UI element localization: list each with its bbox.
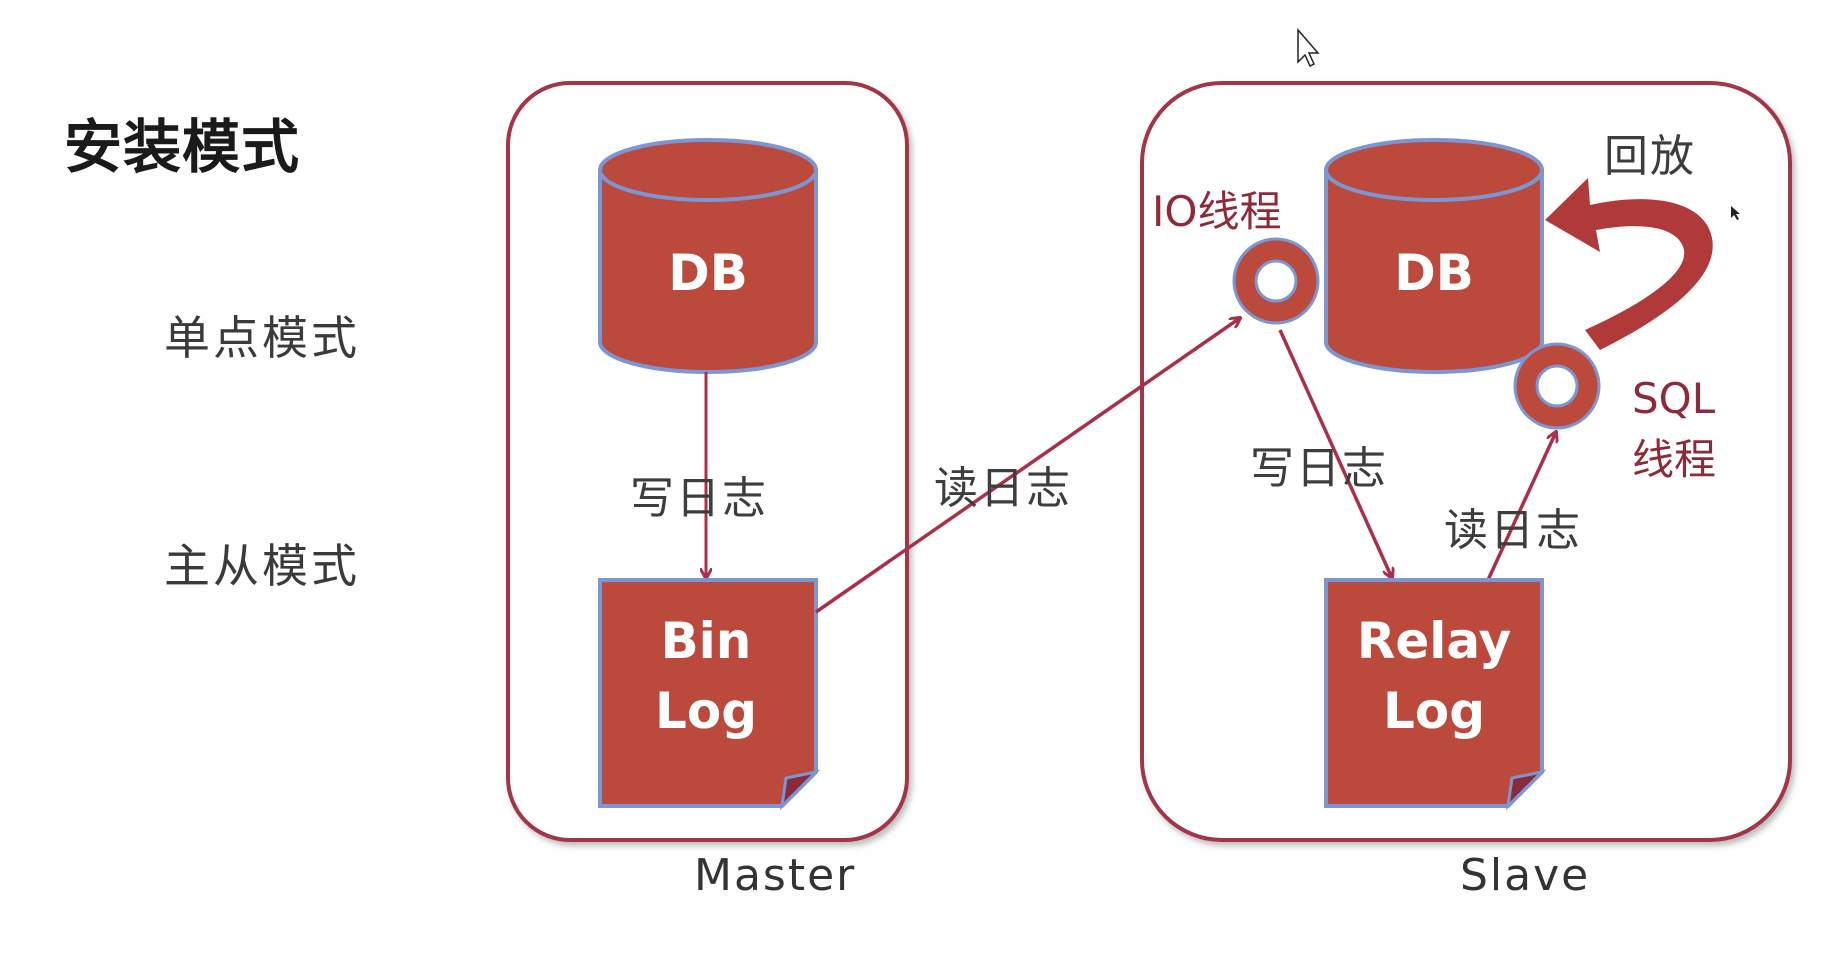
io-thread-ring-icon (1232, 237, 1320, 325)
master-db-cylinder-icon (598, 138, 818, 374)
master-db-label: DB (668, 244, 748, 302)
slave-read-log-label: 读日志 (1444, 505, 1582, 556)
slave-write-log-label: 写日志 (1250, 443, 1388, 494)
io-thread-label: IO线程 (1152, 187, 1282, 236)
slide-title: 安装模式 (64, 113, 301, 181)
replay-curved-arrow-icon (1545, 178, 1713, 350)
sql-thread-ring-icon (1513, 342, 1601, 430)
slave-write-arrow (1278, 329, 1392, 578)
mode-master-slave: 主从模式 (164, 539, 360, 593)
mode-single-node: 单点模式 (164, 311, 360, 365)
master-caption: Master (694, 850, 857, 901)
master-write-log-label: 写日志 (630, 473, 768, 524)
relaylog-label-line2: Log (1383, 682, 1485, 740)
sql-thread-label-line1: SQL (1632, 374, 1716, 423)
small-cursor-icon (1731, 206, 1740, 220)
slave-caption: Slave (1460, 850, 1591, 901)
binlog-label-line2: Log (655, 682, 757, 740)
relaylog-label-line1: Relay (1357, 612, 1511, 670)
binlog-document-icon (598, 578, 821, 811)
slave-read-arrow (1486, 432, 1556, 581)
mouse-cursor-icon (1297, 27, 1320, 68)
binlog-label-line1: Bin (661, 612, 752, 670)
relaylog-document-icon (1324, 578, 1547, 811)
replication-read-log-label: 读日志 (934, 463, 1072, 514)
slave-db-label: DB (1394, 244, 1474, 302)
sql-thread-label-line2: 线程 (1632, 435, 1717, 484)
replication-read-arrow (815, 318, 1240, 614)
replay-label: 回放 (1604, 131, 1696, 182)
